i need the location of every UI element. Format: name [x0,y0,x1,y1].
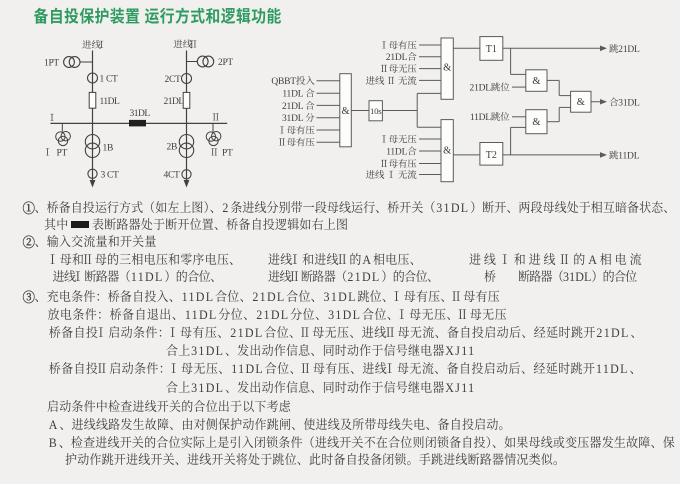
svg-text:&: & [443,145,451,156]
svg-text:Ⅰ母有压: Ⅰ母有压 [277,125,315,136]
svg-text:1PT: 1PT [44,58,59,68]
svg-text:Ⅱ: Ⅱ [210,148,220,159]
svg-text:Ⅱ母有压: Ⅱ母有压 [277,138,315,149]
svg-text:1 CT: 1 CT [100,74,119,84]
svg-text:2B: 2B [167,143,178,153]
svg-text:进线 Ⅱ 无流: 进线 Ⅱ 无流 [366,75,418,87]
svg-text:进线Ⅱ: 进线Ⅱ [173,40,198,51]
svg-text:Ⅰ母有压: Ⅰ母有压 [379,40,417,51]
svg-text:跳11DL: 跳11DL [609,151,640,162]
svg-text:21DL跳位: 21DL跳位 [470,83,511,94]
svg-text:Ⅰ母无压: Ⅰ母无压 [379,134,417,145]
svg-text:10s: 10s [370,106,382,116]
svg-text:21DL: 21DL [164,97,185,107]
svg-text:31DL 分: 31DL 分 [282,112,315,124]
svg-text:1B: 1B [103,144,114,154]
svg-text:Ⅱ母无压: Ⅱ母无压 [379,64,417,75]
svg-text:4CT: 4CT [164,171,180,181]
svg-text:&: & [443,62,451,73]
svg-text:合31DL: 合31DL [609,96,640,108]
svg-text:&: & [532,76,540,87]
svg-text:11DL合: 11DL合 [386,145,417,157]
svg-text:QBBT投入: QBBT投入 [271,76,315,87]
svg-text:3 CT: 3 CT [101,170,120,180]
svg-text:21DL 合: 21DL 合 [282,100,315,112]
svg-text:Ⅰ: Ⅰ [43,147,53,158]
svg-text:Ⅱ母有压: Ⅱ母有压 [379,159,417,170]
svg-text:2PT: 2PT [218,58,233,68]
svg-text:21DL合: 21DL合 [386,51,417,63]
svg-text:T2: T2 [486,150,497,161]
svg-text:进线Ⅰ: 进线Ⅰ [82,40,106,51]
svg-text:11DL: 11DL [100,97,121,107]
svg-text:跳21DL: 跳21DL [609,44,640,55]
svg-text:11DL 合: 11DL 合 [282,88,315,100]
svg-text:11DL跳位: 11DL跳位 [470,112,510,123]
svg-text:2CT: 2CT [165,75,181,85]
svg-text:&: & [532,117,540,128]
svg-text:&: & [577,97,585,108]
svg-text:Ⅱ: Ⅱ [211,113,221,124]
svg-text:PT: PT [57,148,68,158]
svg-text:31DL: 31DL [130,109,151,119]
svg-text:T1: T1 [486,44,497,55]
svg-text:&: & [342,106,350,117]
svg-text:PT: PT [222,149,233,159]
svg-text:进线 Ⅰ 无流: 进线 Ⅰ 无流 [366,169,418,181]
svg-text:Ⅰ: Ⅰ [47,113,57,124]
